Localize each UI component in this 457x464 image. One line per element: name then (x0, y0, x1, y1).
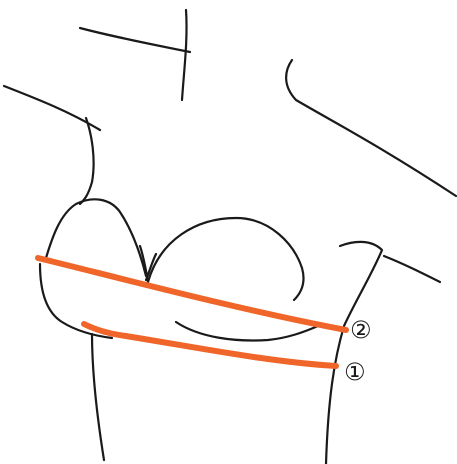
shoulder-line-top (80, 28, 190, 52)
right-arm-line (384, 256, 440, 282)
right-breast-outline (148, 218, 304, 300)
marker-lower-label: ① (344, 358, 366, 386)
torso-sketch (4, 10, 456, 464)
left-torso-line (92, 334, 104, 460)
right-side-line (326, 242, 382, 464)
measurement-lines (38, 258, 346, 366)
left-arm-line (80, 118, 94, 204)
right-breast-underline (176, 322, 318, 340)
marker-upper-label: ② (350, 316, 372, 344)
right-shoulder-line (286, 60, 456, 196)
left-shoulder-line (4, 86, 100, 130)
neck-line (182, 10, 187, 100)
underbust-measurement-line (84, 324, 336, 366)
